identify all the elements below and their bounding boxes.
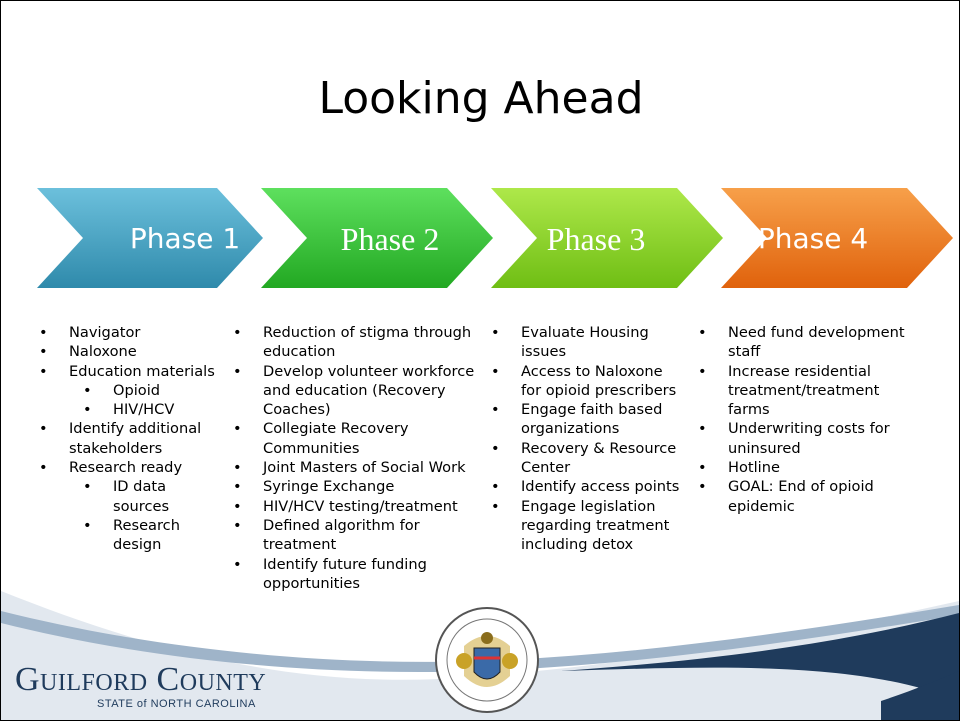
list-item: Underwriting costs for uninsured	[698, 419, 918, 458]
slide-title: Looking Ahead	[318, 73, 644, 124]
list-item: Recovery & Resource Center	[491, 439, 696, 478]
list-item: Increase residential treatment/treatment…	[698, 362, 918, 420]
item-text: Research design	[113, 516, 180, 554]
item-text: Research ready	[69, 459, 183, 477]
item-text: Defined algorithm for treatment	[263, 516, 420, 554]
brand-logo-subtitle: STATE of NORTH CAROLINA	[97, 698, 256, 710]
item-text: HIV/HCV	[113, 401, 175, 419]
list-item: HIV/HCV testing/treatment	[233, 497, 489, 517]
item-text: GOAL: End of opioid epidemic	[728, 478, 874, 515]
item-text: Naloxone	[69, 343, 137, 361]
item-text: Education materials	[69, 362, 215, 380]
item-text: Engage faith based organizations	[521, 401, 663, 438]
item-text: Syringe Exchange	[263, 478, 395, 496]
item-text: Collegiate Recovery Communities	[263, 420, 409, 457]
list-item: Collegiate Recovery Communities	[233, 419, 453, 458]
phase-3-label: Phase 3	[546, 221, 646, 257]
phase-4-label: Phase 4	[757, 222, 869, 255]
item-text: Need fund development staff	[728, 324, 905, 361]
list-item: Naloxone	[39, 342, 259, 362]
item-text: Joint Masters of Social Work	[263, 459, 466, 477]
list-item: Research ready ID data sources Research …	[39, 458, 259, 554]
phase-4-arrow	[721, 188, 953, 288]
list-item: GOAL: End of opioid epidemic	[698, 477, 918, 516]
list-item: Defined algorithm for treatment	[233, 516, 453, 555]
list-item: Identify additional stakeholders	[39, 419, 244, 458]
sub-list-item: ID data sources	[83, 477, 214, 516]
item-text: Underwriting costs for uninsured	[728, 420, 890, 457]
phase-3-list: Evaluate Housing issues Access to Naloxo…	[491, 323, 701, 555]
phase-4-list: Need fund development staff Increase res…	[698, 323, 928, 516]
list-item: Engage faith based organizations	[491, 400, 681, 439]
item-text: ID data sources	[113, 478, 170, 515]
item-text: Engage legislation regarding treatment i…	[521, 497, 670, 554]
list-item: Identify future funding opportunities	[233, 555, 463, 594]
list-item: Hotline	[698, 458, 928, 478]
phase-2-arrow	[261, 188, 493, 288]
list-item: Joint Masters of Social Work	[233, 458, 489, 478]
list-item: Syringe Exchange	[233, 477, 489, 497]
sub-list-item: HIV/HCV	[83, 400, 259, 420]
county-seal-icon	[435, 607, 539, 713]
item-text: Identify access points	[521, 478, 680, 496]
item-text: Opioid	[113, 381, 161, 399]
item-text: Evaluate Housing issues	[521, 324, 649, 361]
list-item: Identify access points	[491, 477, 701, 497]
list-item: Reduction of stigma through education	[233, 323, 489, 362]
list-item: Develop volunteer workforce and educatio…	[233, 362, 489, 420]
item-text: Identify future funding opportunities	[263, 555, 427, 592]
item-text: Develop volunteer workforce and educatio…	[263, 362, 475, 419]
phase-1-label: Phase 1	[129, 222, 241, 255]
item-text: HIV/HCV testing/treatment	[263, 497, 458, 515]
brand-logo-text: Guilford County	[15, 661, 267, 698]
item-text: Access to Naloxone for opioid prescriber…	[521, 362, 677, 399]
phase-3-arrow	[491, 188, 723, 288]
list-item: Evaluate Housing issues	[491, 323, 681, 362]
phase-arrows	[37, 188, 953, 288]
item-text: Hotline	[728, 459, 780, 477]
list-item: Engage legislation regarding treatment i…	[491, 497, 701, 555]
phase-2-list: Reduction of stigma through education De…	[233, 323, 489, 593]
phase-2-label: Phase 2	[340, 221, 440, 257]
phase-1-arrow	[37, 188, 263, 288]
list-item: Navigator	[39, 323, 259, 343]
phase-1-list: Navigator Naloxone Education materials O…	[39, 323, 259, 555]
sub-list-item: Research design	[83, 516, 214, 555]
list-item: Need fund development staff	[698, 323, 928, 362]
item-text: Navigator	[69, 324, 141, 341]
item-text: Increase residential treatment/treatment…	[728, 362, 880, 419]
item-text: Identify additional stakeholders	[69, 420, 202, 457]
item-text: Recovery & Resource Center	[521, 439, 677, 477]
list-item: Access to Naloxone for opioid prescriber…	[491, 362, 686, 401]
list-item: Education materials Opioid HIV/HCV	[39, 362, 259, 420]
item-text: Reduction of stigma through education	[263, 324, 472, 361]
sub-list-item: Opioid	[83, 381, 259, 401]
